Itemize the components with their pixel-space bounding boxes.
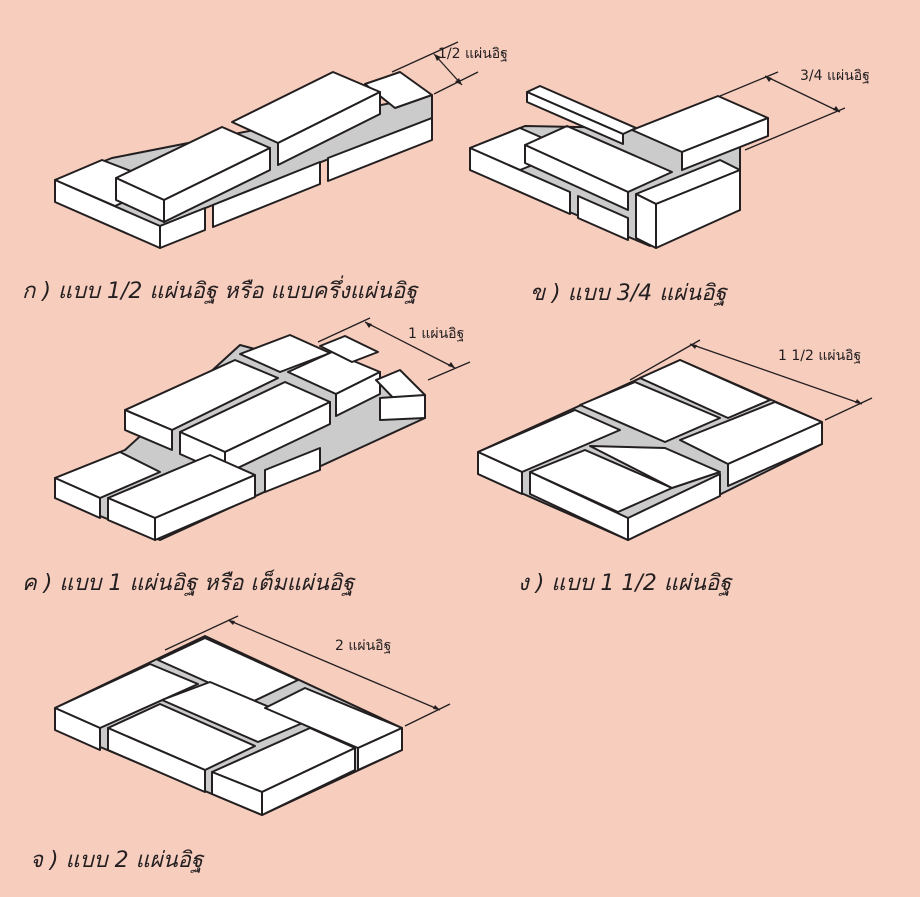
brick bbox=[577, 195, 629, 241]
panel-b-caption: ข ) แบบ 3/4 แผ่นอิฐ bbox=[530, 281, 728, 306]
brick bbox=[639, 359, 771, 419]
panel-c-bricks bbox=[54, 334, 426, 541]
brick bbox=[579, 381, 721, 443]
panel-a-bricks bbox=[54, 71, 433, 249]
panel-b-bricks bbox=[469, 85, 769, 249]
panel-e-dimension-label: 2 แผ่นอิฐ bbox=[335, 638, 391, 654]
brick bbox=[379, 394, 426, 421]
panel-a: 1/2 แผ่นอิฐ ก ) แบบ 1/2 แผ่นอิฐ หรือ แบบ… bbox=[22, 41, 508, 304]
brick bbox=[107, 727, 206, 793]
brick bbox=[681, 117, 769, 171]
brick bbox=[327, 117, 433, 182]
panel-a-caption: ก ) แบบ 1/2 แผ่นอิฐ หรือ แบบครึ่งแผ่นอิฐ bbox=[22, 275, 419, 304]
panel-b-dimension bbox=[719, 71, 846, 151]
panel-d-dimension bbox=[629, 339, 873, 421]
brick bbox=[261, 747, 356, 816]
brick bbox=[526, 91, 624, 145]
panel-c-dimension-label: 1 แผ่นอิฐ bbox=[408, 326, 464, 342]
brick bbox=[319, 335, 379, 363]
brick bbox=[277, 91, 381, 166]
panel-a-dimension-label: 1/2 แผ่นอิฐ bbox=[438, 46, 508, 62]
panel-e-dimension bbox=[164, 615, 451, 727]
brick bbox=[124, 409, 173, 451]
brick bbox=[54, 477, 101, 519]
panel-d-bricks bbox=[477, 359, 823, 541]
panel-c-caption: ค ) แบบ 1 แผ่นอิฐ หรือ เต็มแผ่นอิฐ bbox=[22, 569, 356, 596]
brick bbox=[364, 71, 433, 109]
brick bbox=[154, 474, 256, 541]
panel-e-bricks bbox=[54, 635, 403, 816]
panel-c-dimension bbox=[317, 317, 471, 381]
brick bbox=[357, 727, 403, 771]
brick bbox=[727, 421, 823, 487]
panel-d-dimension-label: 1 1/2 แผ่นอิฐ bbox=[778, 348, 861, 364]
panel-d: 1 1/2 แผ่นอิฐ ง ) แบบ 1 1/2 แผ่นอิฐ bbox=[477, 339, 873, 596]
panel-e: 2 แผ่นอิฐ จ ) แบบ 2 แผ่นอิฐ bbox=[30, 615, 451, 873]
brick bbox=[163, 147, 271, 223]
panel-b: 3/4 แผ่นอิฐ ข ) แบบ 3/4 แผ่นอิฐ bbox=[469, 68, 870, 306]
brick bbox=[469, 147, 571, 215]
brick bbox=[264, 447, 321, 493]
brick bbox=[477, 451, 523, 495]
panel-e-caption: จ ) แบบ 2 แผ่นอิฐ bbox=[30, 848, 205, 873]
brick bbox=[54, 707, 101, 751]
brick bbox=[589, 445, 721, 489]
brick bbox=[212, 161, 321, 228]
brick bbox=[335, 371, 381, 417]
panel-a-dimension bbox=[391, 41, 479, 95]
panel-b-dimension-label: 3/4 แผ่นอิฐ bbox=[800, 68, 870, 84]
brick bbox=[635, 193, 657, 249]
brick bbox=[655, 169, 741, 249]
panel-d-caption: ง ) แบบ 1 1/2 แผ่นอิฐ bbox=[518, 571, 733, 596]
brick bbox=[627, 473, 721, 541]
brick bbox=[159, 207, 206, 249]
brick bbox=[524, 144, 629, 211]
panel-c: 1 แผ่นอิฐ ค ) แบบ 1 แผ่นอิฐ หรือ เต็มแผ่… bbox=[22, 317, 471, 596]
